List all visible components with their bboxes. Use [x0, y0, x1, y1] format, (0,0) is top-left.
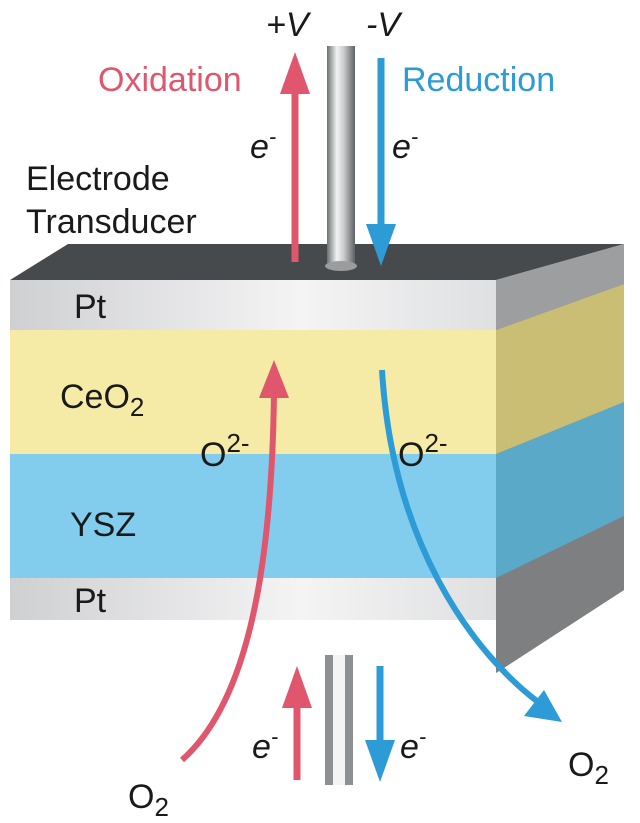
oxidation-label: Oxidation	[98, 61, 242, 99]
o2-label-right: O2	[568, 746, 609, 790]
layer-ysz	[10, 454, 496, 578]
oxygen-ion-arrow-head-reduction	[524, 690, 562, 722]
top-electrode-base	[325, 261, 357, 271]
plus-v-label: +V	[266, 6, 312, 44]
top-face	[10, 244, 624, 280]
electrode-label-line1: Electrode	[26, 160, 170, 198]
electron-label-top-right: e-	[392, 124, 418, 166]
o2-label-left: O2	[128, 778, 169, 822]
bottom-oxidation-arrow-head	[282, 666, 312, 708]
oxygen-ion-arrow-head-oxidation	[259, 360, 289, 398]
reduction-arrow-head	[366, 224, 396, 266]
oxidation-arrow-head	[280, 52, 310, 94]
oxygen-ion-path-reduction	[379, 369, 540, 705]
layer-ceo2	[10, 330, 496, 454]
electron-label-bottom-left: e-	[252, 724, 278, 766]
layer-pt-top	[10, 280, 496, 330]
pt-bottom-label: Pt	[74, 582, 107, 620]
reduction-label: Reduction	[402, 61, 555, 99]
side-face-pt-top	[496, 244, 624, 330]
bottom-reduction-arrow-head	[365, 740, 395, 782]
electron-label-bottom-right: e-	[400, 724, 426, 766]
oxygen-ion-label-left: O2-	[200, 428, 250, 474]
pt-top-label: Pt	[74, 288, 107, 326]
side-face-ceo2	[496, 284, 624, 454]
side-face-pt-bottom	[496, 516, 624, 673]
ceo2-label: CeO2	[60, 378, 144, 422]
bottom-electrode-rod-left	[325, 655, 333, 785]
electron-label-top-left: e-	[250, 124, 276, 166]
electrode-label-line2: Transducer	[26, 203, 197, 241]
ysz-label: YSZ	[70, 506, 136, 544]
top-electrode-rod	[327, 46, 355, 268]
bottom-electrode-rod-right	[345, 655, 353, 785]
minus-v-label: -V	[366, 6, 403, 44]
side-face-ysz	[496, 402, 624, 578]
oxygen-ion-label-right: O2-	[398, 428, 448, 474]
oxygen-ion-path-oxidation	[180, 391, 277, 763]
